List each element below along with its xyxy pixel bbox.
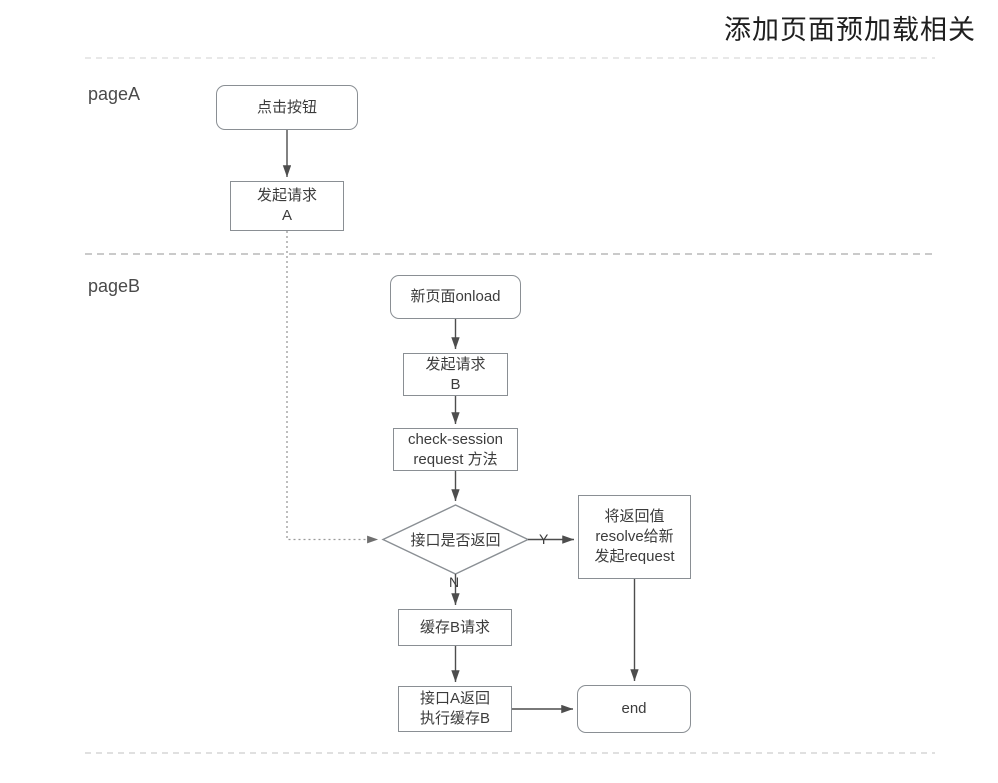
connector-requesta-to-decision-dotted xyxy=(286,231,379,544)
lane-label-pagea: pageA xyxy=(88,84,141,104)
node-request-b[interactable]: 发起请求 B xyxy=(403,353,508,396)
node-check-session[interactable]: check-session request 方法 xyxy=(393,428,518,471)
node-end[interactable]: end xyxy=(577,685,691,733)
node-click-button[interactable]: 点击按钮 xyxy=(216,85,358,130)
page-title: 添加页面预加载相关 xyxy=(724,15,976,45)
lane-label-pageb: pageB xyxy=(88,276,141,296)
node-page-onload[interactable]: 新页面onload xyxy=(390,275,521,319)
decision-label: 接口是否返回 xyxy=(410,532,501,549)
edge-label-no: N xyxy=(449,574,460,590)
node-request-a[interactable]: 发起请求 A xyxy=(230,181,344,231)
node-exec-cache-b[interactable]: 接口A返回 执行缓存B xyxy=(398,686,512,732)
node-api-returned-decision[interactable]: 接口是否返回 xyxy=(383,505,528,574)
edge-label-yes: Y xyxy=(539,531,549,547)
node-resolve-new-request[interactable]: 将返回值 resolve给新 发起request xyxy=(578,495,691,579)
node-cache-b[interactable]: 缓存B请求 xyxy=(398,609,512,646)
